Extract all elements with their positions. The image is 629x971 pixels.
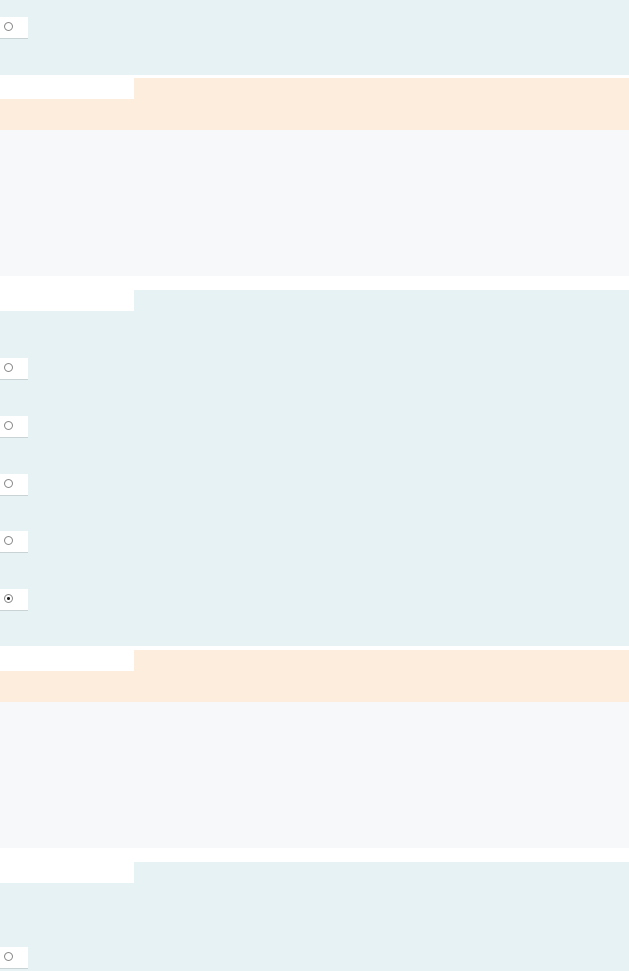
content-block-1 bbox=[0, 130, 629, 276]
section-tab-2 bbox=[0, 290, 134, 311]
radio-circle-icon bbox=[4, 952, 13, 961]
radio-option-2-5[interactable] bbox=[0, 589, 28, 611]
radio-option-2-2[interactable] bbox=[0, 416, 28, 438]
section-tab-4 bbox=[0, 862, 134, 883]
section-header-band-1 bbox=[0, 78, 629, 130]
radio-option-1-1[interactable] bbox=[0, 17, 28, 39]
radio-option-2-3[interactable] bbox=[0, 474, 28, 496]
question-block-3 bbox=[0, 862, 629, 971]
radio-circle-icon bbox=[4, 421, 13, 430]
radio-circle-selected-icon bbox=[4, 594, 13, 603]
radio-option-2-4[interactable] bbox=[0, 531, 28, 553]
question-block-2 bbox=[0, 290, 629, 646]
section-tab-1 bbox=[0, 78, 134, 99]
section-tab-3 bbox=[0, 650, 134, 671]
radio-circle-icon bbox=[4, 22, 13, 31]
radio-circle-icon bbox=[4, 363, 13, 372]
section-header-band-2 bbox=[0, 650, 629, 702]
content-block-2 bbox=[0, 702, 629, 848]
radio-dot-icon bbox=[7, 597, 10, 600]
question-block-1 bbox=[0, 0, 629, 75]
radio-option-3-1[interactable] bbox=[0, 947, 28, 969]
radio-option-2-1[interactable] bbox=[0, 358, 28, 380]
radio-circle-icon bbox=[4, 479, 13, 488]
radio-circle-icon bbox=[4, 536, 13, 545]
